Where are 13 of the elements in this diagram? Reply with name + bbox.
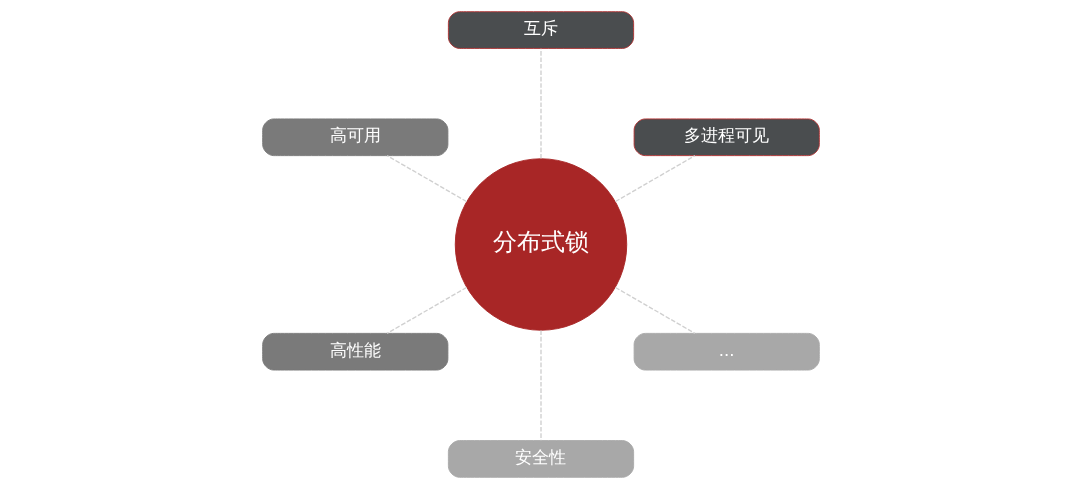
connector	[539, 48, 542, 160]
node-box: 互斥	[447, 11, 634, 49]
node-box: 多进程可见	[633, 118, 820, 157]
connector	[385, 286, 467, 335]
node-box: 高性能	[261, 332, 448, 371]
connector	[614, 286, 696, 335]
node-box: 高可用	[261, 118, 448, 157]
node-box: 安全性	[447, 440, 634, 478]
node-circle: 分布式锁	[454, 158, 627, 331]
connector	[539, 329, 542, 441]
connector	[614, 154, 696, 203]
node-box: ...	[633, 332, 820, 371]
connector	[385, 154, 467, 203]
